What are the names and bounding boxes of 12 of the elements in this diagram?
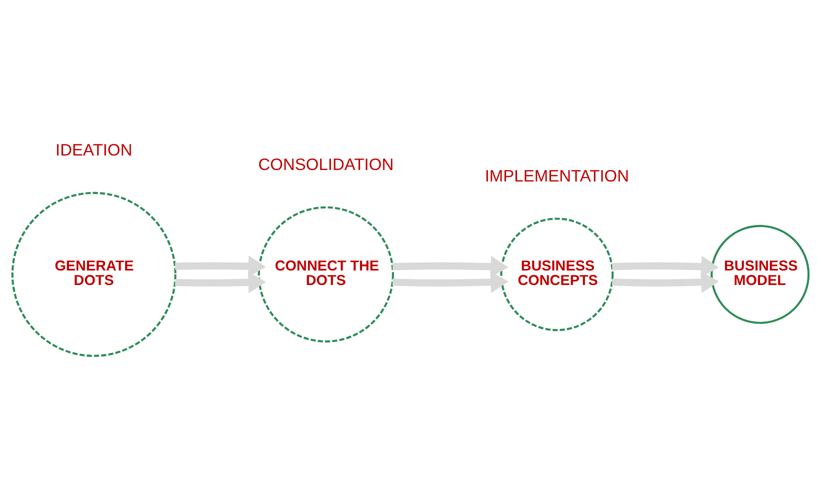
label: IMPLEMENTATION [484, 167, 630, 186]
arrow [174, 255, 266, 278]
node-circle: BUSINESS CONCEPTS [500, 218, 614, 332]
arrow [612, 271, 719, 294]
arrow [612, 256, 719, 278]
node-circle: BUSINESS MODEL [710, 224, 810, 324]
label: CONSOLIDATION [258, 156, 394, 174]
node-circle: GENERATE DOTS [11, 192, 176, 357]
arrow [174, 272, 266, 294]
arrow [392, 256, 508, 278]
label: IDEATION [56, 142, 132, 160]
node-circle: CONNECT THE DOTS [258, 206, 394, 342]
